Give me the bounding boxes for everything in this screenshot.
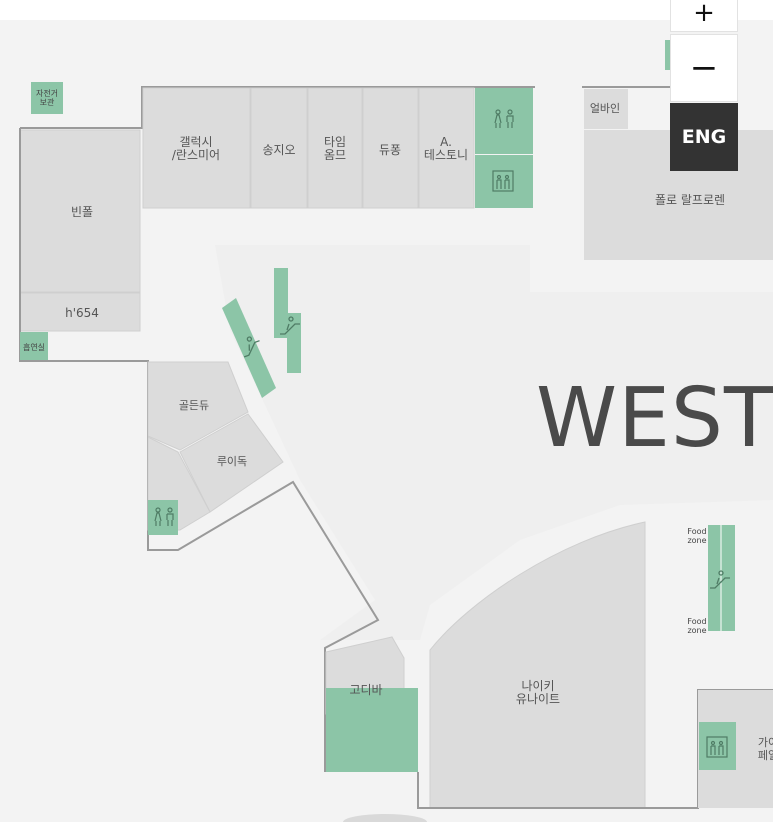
label-h654: h'654: [65, 306, 99, 320]
facility-green-bottom: [326, 688, 418, 772]
green-marker-top: [665, 40, 671, 70]
restroom-top[interactable]: [475, 88, 533, 154]
label-ermanno: 얼바인: [590, 101, 620, 115]
bike-storage[interactable]: [31, 82, 63, 114]
position-marker-shadow: [343, 814, 427, 822]
label-louis-dog: 루이독: [217, 455, 247, 468]
store-bean-pole[interactable]: [19, 129, 141, 293]
store-nike[interactable]: [429, 521, 646, 809]
escalator-center[interactable]: [287, 313, 301, 373]
food-zone-strip: [684, 518, 704, 638]
restroom-icon: [494, 109, 514, 128]
store-louis-dog[interactable]: [179, 413, 284, 513]
store-time-homme[interactable]: [307, 87, 363, 209]
label-dupont: 듀퐁: [379, 143, 401, 157]
store-ermanno[interactable]: [584, 89, 628, 129]
label-golden-goose: 골든듀: [179, 399, 209, 412]
elevator-top[interactable]: [475, 155, 533, 208]
escalator-icon: [280, 316, 300, 335]
outer-wall-top: [20, 86, 535, 129]
store-galaxy[interactable]: [142, 87, 251, 209]
label-bean-pole: 빈폴: [71, 205, 93, 219]
escalator-band-1: [274, 268, 288, 338]
elevator-icon: [706, 736, 728, 758]
store-dupont[interactable]: [362, 87, 419, 209]
label-polo: 폴로 랄프로렌: [655, 193, 725, 207]
label-guy-laroche: 가이페일: [758, 736, 773, 762]
language-toggle-button[interactable]: ENG: [670, 103, 738, 171]
store-songjio[interactable]: [250, 87, 308, 209]
label-a-testoni: A.테스토니: [424, 135, 468, 162]
zoom-in-button[interactable]: +: [670, 0, 738, 32]
corridor-area: [215, 245, 773, 640]
elevator-icon: [492, 170, 514, 192]
label-smoking-room: 흡연실: [23, 342, 45, 352]
label-galaxy: 갤럭시/란스미어: [172, 135, 220, 162]
store-golden-goose[interactable]: [147, 361, 249, 451]
store-h654[interactable]: [19, 292, 141, 332]
zone-label: WEST: [536, 371, 773, 466]
outer-wall-left: [19, 128, 380, 772]
escalator-icon: [243, 336, 260, 358]
restroom-icon: [154, 507, 174, 526]
escalator-icon: [710, 570, 730, 589]
label-songjio: 송지오: [262, 143, 295, 157]
label-godiva: 고디바: [349, 683, 382, 697]
smoking-room[interactable]: [20, 332, 48, 360]
store-a-testoni[interactable]: [418, 87, 475, 209]
zoom-out-button[interactable]: −: [670, 34, 738, 102]
elevator-bottom[interactable]: [699, 722, 736, 770]
